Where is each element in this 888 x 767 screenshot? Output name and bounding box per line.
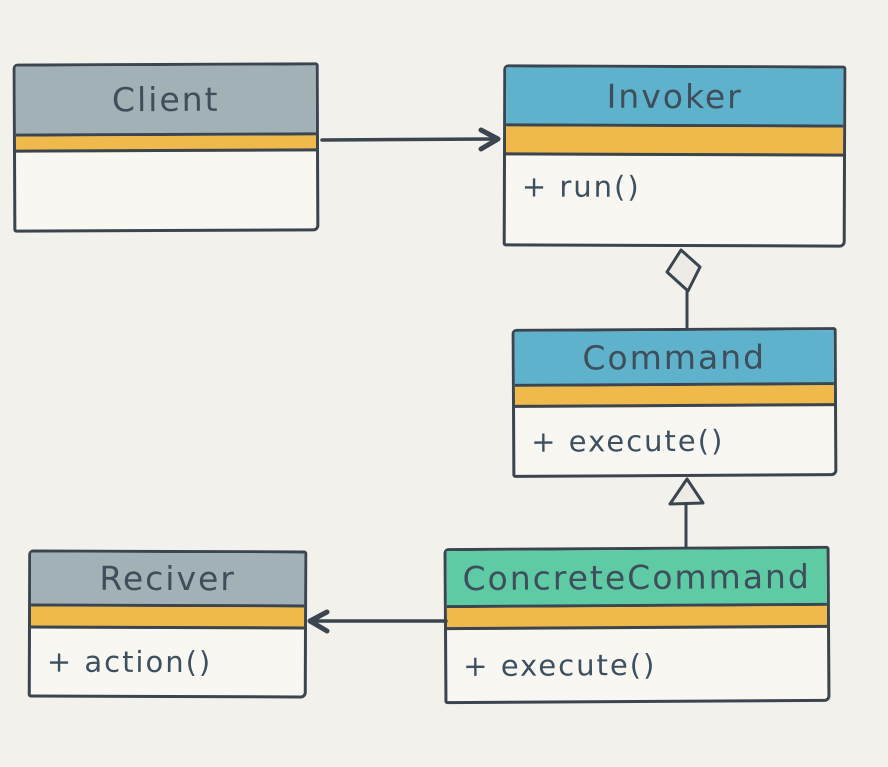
inheritance-connector-concretecommand-command bbox=[668, 477, 705, 550]
methods-section: + action() bbox=[31, 629, 304, 696]
method-label: + execute() bbox=[463, 647, 657, 683]
class-title: Reciver bbox=[99, 558, 236, 599]
method-label: + execute() bbox=[531, 423, 725, 459]
arrowhead-icon bbox=[307, 609, 330, 634]
class-title: Invoker bbox=[606, 76, 743, 116]
attributes-stripe bbox=[30, 606, 305, 630]
methods-section: + execute() bbox=[447, 628, 827, 701]
methods-section: + execute() bbox=[515, 406, 834, 475]
attributes-stripe bbox=[506, 126, 844, 157]
inheritance-triangle-icon bbox=[668, 477, 705, 506]
class-header: Reciver bbox=[31, 552, 305, 608]
methods-section bbox=[16, 151, 316, 229]
class-header: Client bbox=[15, 65, 316, 137]
class-box-receiver: Reciver + action() bbox=[27, 549, 308, 699]
class-header: ConcreteCommand bbox=[446, 548, 827, 609]
method-label: + run() bbox=[521, 169, 641, 204]
class-box-concrete-command: ConcreteCommand + execute() bbox=[443, 545, 831, 705]
class-header: Invoker bbox=[506, 67, 844, 128]
association-arrow-client-invoker bbox=[320, 127, 501, 152]
class-header: Command bbox=[514, 330, 834, 387]
association-arrow-concretecommand-receiver bbox=[307, 609, 448, 634]
aggregation-connector-invoker-command bbox=[665, 248, 702, 329]
class-box-invoker: Invoker + run() bbox=[502, 64, 847, 248]
aggregation-diamond-icon bbox=[665, 248, 702, 293]
class-title: Client bbox=[111, 79, 220, 120]
class-box-client: Client bbox=[12, 62, 320, 233]
attributes-stripe bbox=[15, 135, 317, 153]
methods-section: + run() bbox=[506, 155, 843, 244]
class-title: Command bbox=[582, 337, 767, 377]
class-box-command: Command + execute() bbox=[511, 327, 838, 478]
arrowhead-icon bbox=[478, 127, 501, 152]
class-title: ConcreteCommand bbox=[462, 556, 811, 598]
method-label: + action() bbox=[46, 644, 213, 680]
attributes-stripe bbox=[446, 605, 828, 631]
attributes-stripe bbox=[514, 385, 835, 408]
